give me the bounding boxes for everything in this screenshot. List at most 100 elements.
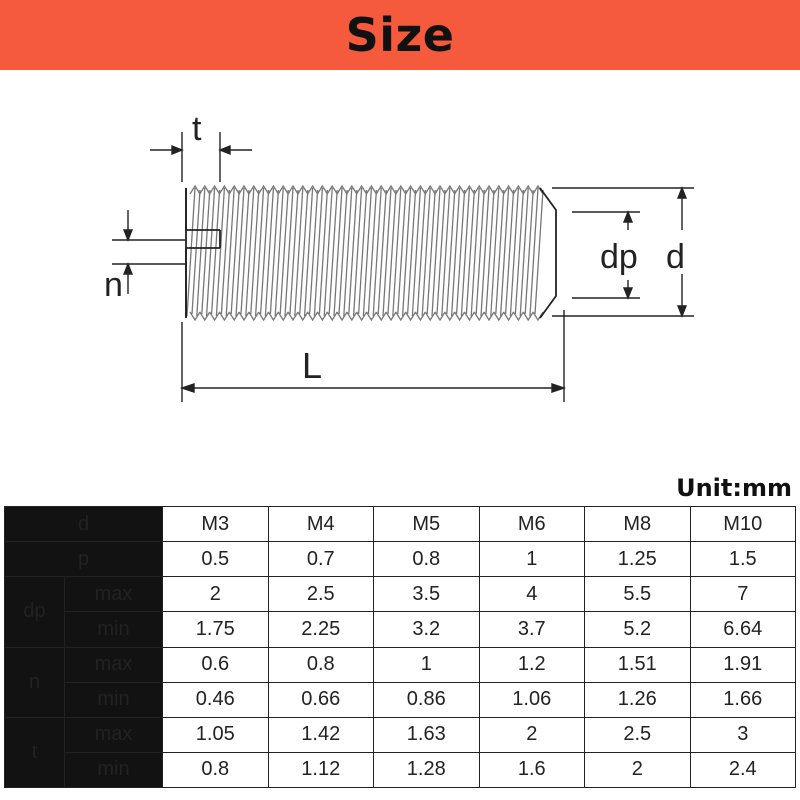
thread-crest xyxy=(444,311,456,322)
thread-line xyxy=(318,189,329,315)
thread-crest xyxy=(444,184,456,195)
thread-crest xyxy=(238,184,250,195)
row-sub-min: min xyxy=(64,681,163,718)
table-cell: 2 xyxy=(162,576,269,613)
thread-crest xyxy=(434,184,446,195)
table-cell: 3.5 xyxy=(373,576,480,613)
thread-crest xyxy=(346,184,358,195)
thread-crest xyxy=(258,311,270,322)
table-cell: 1.12 xyxy=(267,751,374,789)
thread-line xyxy=(323,187,333,317)
table-cell: 1.2 xyxy=(478,646,585,683)
thread-crest xyxy=(209,311,221,322)
thread-crest xyxy=(395,311,407,322)
thread-crest xyxy=(218,311,230,322)
thread-line xyxy=(274,187,284,317)
thread-line xyxy=(328,189,338,315)
thread-crest xyxy=(503,184,515,195)
thread-crest xyxy=(512,184,524,195)
thread-crest xyxy=(483,184,495,195)
table-cell: 1 xyxy=(478,541,585,578)
thread-line xyxy=(446,189,456,315)
thread-line xyxy=(367,189,378,315)
thread-crest xyxy=(463,184,475,195)
thread-crest xyxy=(512,311,524,322)
thread-crest xyxy=(199,311,211,322)
label-dp: dp xyxy=(600,238,638,276)
table-cell: 0.86 xyxy=(373,681,480,718)
thread-crest xyxy=(356,184,368,195)
thread-crest xyxy=(522,311,534,322)
thread-line xyxy=(529,187,539,317)
thread-line xyxy=(499,187,510,317)
thread-crest xyxy=(356,311,368,322)
table-cell: 1 xyxy=(373,646,480,683)
table-cell: 1.66 xyxy=(689,681,796,718)
table-cell: 0.46 xyxy=(162,681,269,718)
thread-line xyxy=(519,187,529,317)
row-group-n: n xyxy=(4,646,65,718)
table-cell: 1.05 xyxy=(162,716,269,753)
unit-label: Unit:mm xyxy=(676,474,792,502)
table-cell: M5 xyxy=(373,505,480,543)
table-cell: 1.5 xyxy=(689,541,796,578)
thread-crest xyxy=(414,184,426,195)
thread-crest xyxy=(424,311,436,322)
thread-crest xyxy=(385,311,397,322)
thread-crest xyxy=(503,311,515,322)
label-L: L xyxy=(302,345,322,386)
row-sub-max: max xyxy=(64,716,163,753)
thread-line xyxy=(382,187,392,317)
thread-line xyxy=(289,189,299,315)
row-sub-max: max xyxy=(64,576,163,613)
thread-crest xyxy=(493,311,505,322)
table-cell: 0.7 xyxy=(267,541,374,578)
thread-crest xyxy=(454,184,466,195)
table-cell: 2.25 xyxy=(267,611,374,648)
thread-crest xyxy=(463,311,475,322)
screw-technical-drawing: t n L dp d xyxy=(104,110,694,402)
thread-line xyxy=(279,189,289,315)
label-d: d xyxy=(666,238,685,276)
thread-crest xyxy=(248,311,260,322)
table-cell: 3.2 xyxy=(373,611,480,648)
thread-line xyxy=(294,187,304,317)
table-cell: 5.5 xyxy=(584,576,691,613)
thread-crest xyxy=(326,184,338,195)
thread-line xyxy=(436,189,446,315)
thread-crest xyxy=(493,184,505,195)
row-header-d: d xyxy=(4,505,163,543)
thread-crest xyxy=(189,184,201,195)
table-cell: 1.91 xyxy=(689,646,796,683)
thread-crest xyxy=(277,311,289,322)
table-cell: 0.6 xyxy=(162,646,269,683)
table-cell: 0.8 xyxy=(267,646,374,683)
label-n: n xyxy=(104,266,123,304)
screw-outline xyxy=(185,187,557,319)
table-cell: 1.75 xyxy=(162,611,269,648)
thread-crest xyxy=(297,311,309,322)
row-group-dp: dp xyxy=(4,576,65,648)
thread-crest xyxy=(473,311,485,322)
row-sub-min: min xyxy=(64,611,163,648)
table-cell: 0.8 xyxy=(373,541,480,578)
row-header-p: p xyxy=(4,541,163,578)
thread-line xyxy=(235,187,245,317)
thread-crest xyxy=(405,311,417,322)
thread-line xyxy=(264,187,275,317)
thread-line xyxy=(338,189,348,315)
thread-line xyxy=(250,189,260,315)
table-cell: 0.66 xyxy=(267,681,374,718)
thread-crest xyxy=(189,311,201,322)
thread-line xyxy=(441,187,451,317)
thread-crest xyxy=(316,311,328,322)
table-cell: 7 xyxy=(689,576,796,613)
thread-crest xyxy=(385,184,397,195)
table-cell: 1.06 xyxy=(478,681,585,718)
thread-crest xyxy=(297,184,309,195)
thread-line xyxy=(392,187,402,317)
thread-line xyxy=(509,187,520,317)
